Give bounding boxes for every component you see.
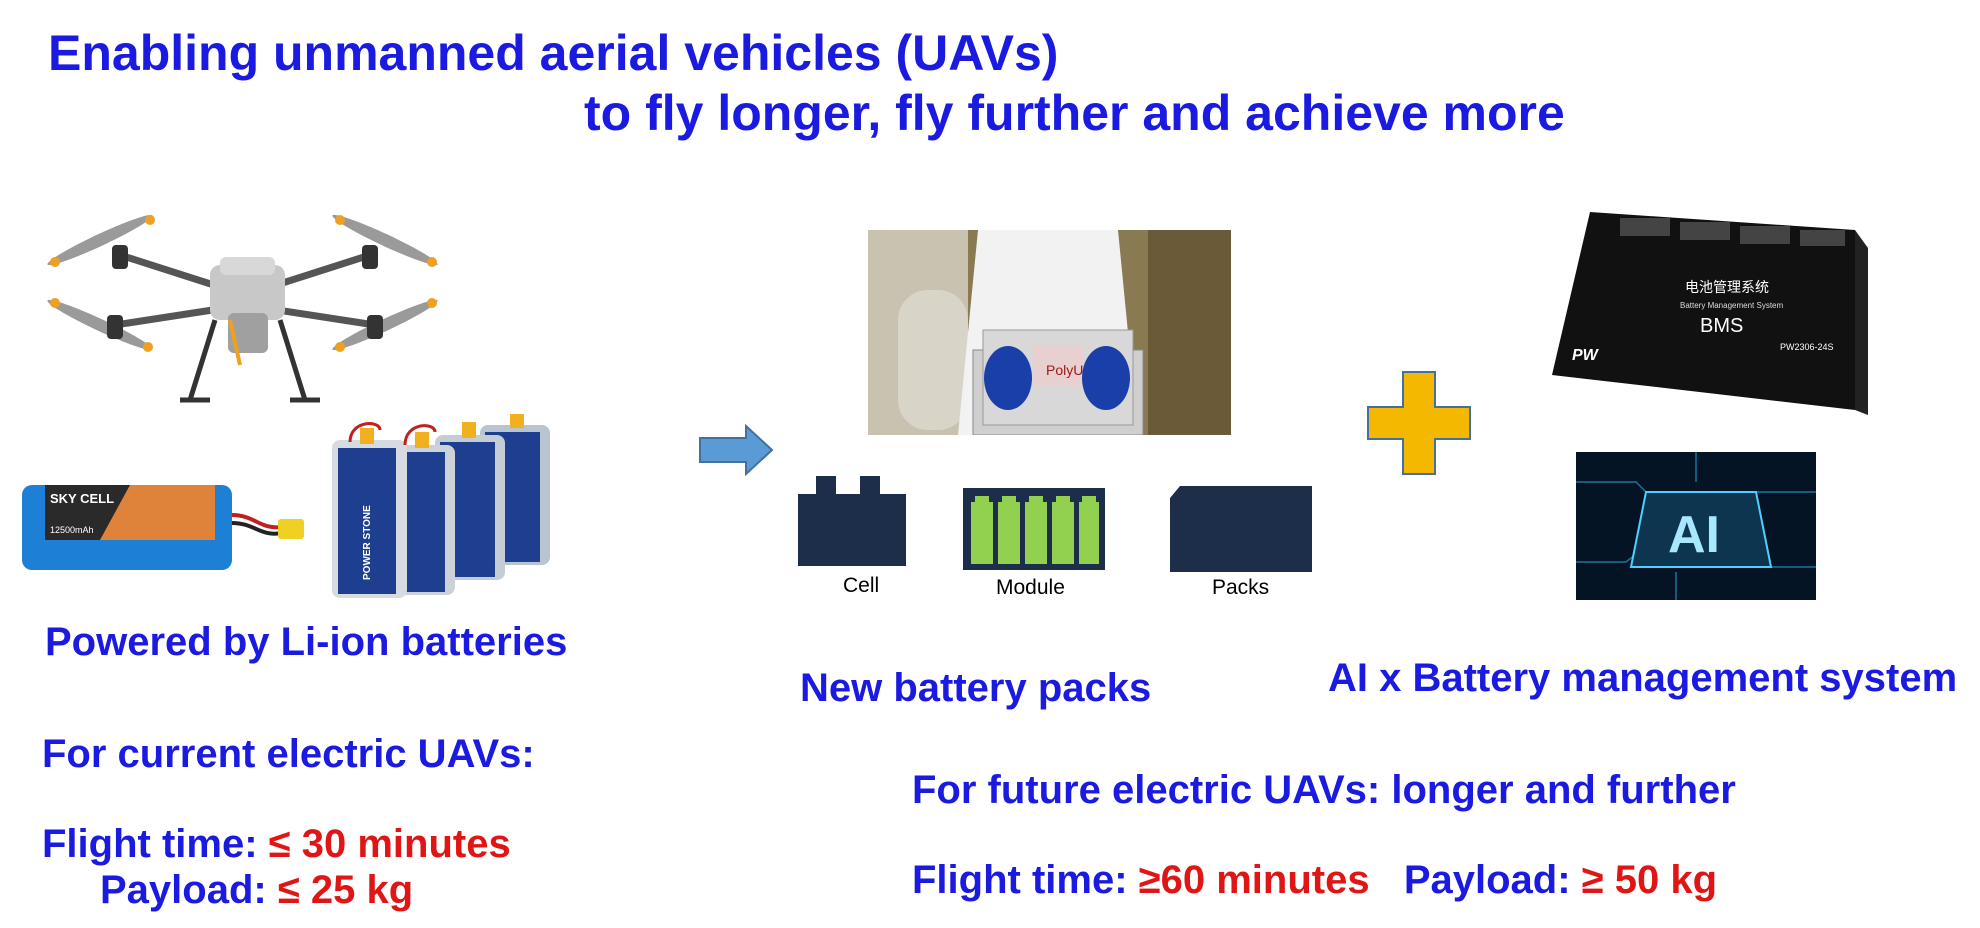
right-arrow-icon — [699, 424, 774, 476]
battery-stack-brand-text: POWER STONE — [362, 505, 373, 580]
polyu-logo-text: PolyU — [1046, 362, 1083, 378]
lipo-brand-text: SKY CELL — [50, 491, 114, 506]
bms-chinese-text: 电池管理系统 — [1685, 280, 1769, 296]
battery-stack-image: POWER STONE — [330, 410, 565, 600]
middle-caption: New battery packs — [800, 666, 1152, 710]
future-payload-value: ≥ 50 kg — [1581, 858, 1718, 902]
packs-icon — [1170, 486, 1312, 572]
module-icon — [963, 488, 1105, 570]
future-payload-label: Payload: — [1403, 858, 1571, 902]
future-uav-subtitle: For future electric UAVs: longer and fur… — [912, 768, 1736, 812]
left-caption: Powered by Li-ion batteries — [45, 620, 568, 664]
cell-icon — [798, 476, 906, 566]
current-flight-value: ≤ 30 minutes — [268, 822, 511, 866]
bms-device-image: 电池管理系统 Battery Management System BMS PW … — [1550, 210, 1870, 415]
drone-image — [40, 205, 450, 415]
lipo-battery-image: SKY CELL 12500mAh — [20, 475, 310, 575]
bms-english-text: Battery Management System — [1680, 301, 1783, 310]
right-caption: AI x Battery management system — [1328, 656, 1958, 700]
future-specs: Flight time: ≥60 minutes Payload: ≥ 50 k… — [912, 858, 1717, 903]
bms-model-text: PW2306-24S — [1780, 342, 1834, 352]
ai-chip-text: AI — [1668, 506, 1720, 564]
lipo-capacity-text: 12500mAh — [50, 525, 94, 535]
plus-icon — [1367, 371, 1471, 475]
current-flight-label: Flight time: — [42, 822, 258, 866]
bms-brand-text: PW — [1572, 347, 1600, 364]
current-payload: Payload: ≤ 25 kg — [100, 868, 413, 913]
current-uav-subtitle: For current electric UAVs: — [42, 732, 535, 776]
current-flight-time: Flight time: ≤ 30 minutes — [42, 822, 511, 867]
current-payload-value: ≤ 25 kg — [277, 868, 414, 912]
lab-pouch-cell-photo: PolyU — [868, 230, 1231, 435]
future-flight-value: ≥60 minutes — [1138, 858, 1370, 902]
future-flight-label: Flight time: — [912, 858, 1128, 902]
title-line-1: Enabling unmanned aerial vehicles (UAVs) — [48, 25, 1059, 81]
cell-label: Cell — [843, 574, 880, 597]
packs-label: Packs — [1212, 576, 1270, 599]
current-payload-label: Payload: — [100, 868, 267, 912]
title-line-2: to fly longer, fly further and achieve m… — [584, 85, 1565, 141]
module-label: Module — [996, 576, 1065, 599]
ai-chip-image: AI — [1576, 452, 1816, 600]
bms-big-text: BMS — [1700, 315, 1743, 337]
